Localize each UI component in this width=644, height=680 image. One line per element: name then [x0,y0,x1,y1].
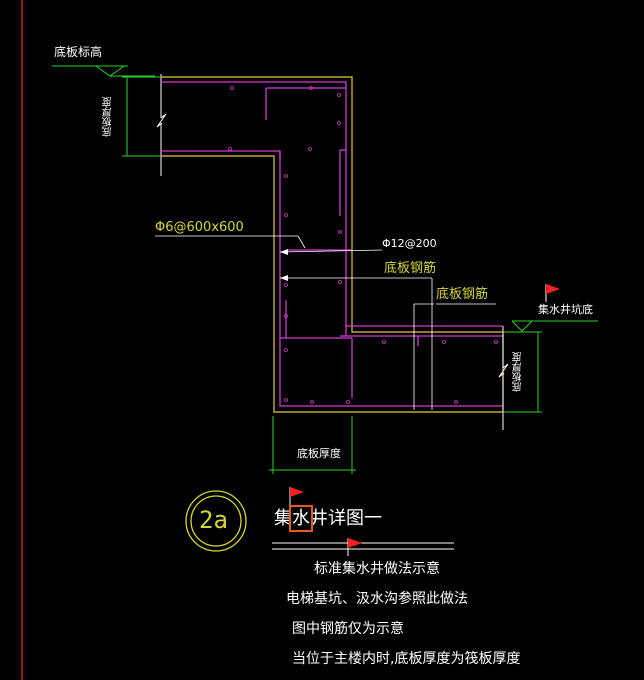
detail-badge-label: 2a [199,506,228,534]
concrete-outline [161,76,504,413]
detail-title-suffix: 井详图一 [310,508,382,529]
right-thickness-dimension [504,331,542,413]
slab-elevation-label: 底板标高 [54,45,103,59]
note-line-1: 标准集水井做法示意 [314,561,440,577]
flag-icon-subtitle [347,538,362,556]
title-underline [272,542,454,550]
slab-rebar-label-upper: 底板钢筋 [384,261,437,276]
break-line-left [156,74,167,176]
distribution-rebar-label: Φ6@600x600 [155,220,244,235]
rebar-dots [228,86,498,404]
left-thickness-dimension [122,76,160,157]
slab-rebar-label-lower: 底板钢筋 [436,287,489,302]
leader-arrows [280,249,288,281]
flag-icon-pit-bottom [545,284,560,302]
bottom-thickness-dimension [269,416,356,474]
leader-lines [155,235,496,410]
flag-icon-title [289,487,304,505]
slab-thickness-label-left: 底板厚度 [103,97,114,137]
main-rebar-label: Φ12@200 [382,237,437,250]
pit-bottom-label: 集水井坑底 [538,303,593,316]
slab-elevation-symbol [52,65,155,77]
note-line-2: 电梯基坑、汲水沟参照此做法 [286,591,468,607]
note-line-4: 当位于主楼内时,底板厚度为筏板厚度 [292,651,521,667]
slab-thickness-label-bottom: 底板厚度 [297,447,341,460]
detail-title: 集水井详图一 [274,505,382,532]
break-line-right [498,326,509,430]
detail-title-prefix: 集 [274,508,292,529]
slab-thickness-label-right: 底板厚度 [513,352,524,392]
pit-bottom-elevation-symbol [511,320,598,332]
note-line-3: 图中钢筋仅为示意 [292,621,404,637]
detail-title-highlight: 水 [289,505,313,532]
rebar-layout [161,81,503,407]
detail-badge [185,490,247,552]
